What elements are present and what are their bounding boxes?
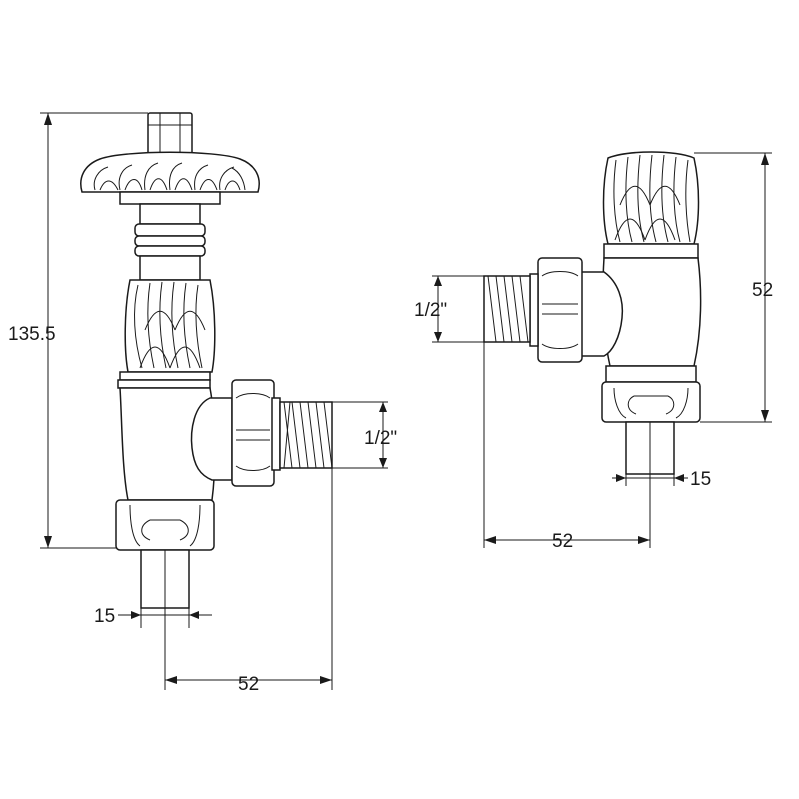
valve-stem	[134, 203, 206, 281]
valve-threaded-tail	[279, 401, 333, 469]
angled-dimension-offset: 52	[483, 342, 651, 552]
valve-body	[119, 387, 233, 501]
angled-valve-body	[579, 257, 702, 367]
dimension-pipe-label: 15	[94, 606, 115, 627]
angled-valve-side-nut	[529, 257, 583, 363]
angled-valve-pipe-stub	[625, 421, 675, 475]
valve-fluted-bonnet	[117, 279, 216, 389]
dimension-thread-label: 1/2"	[364, 428, 397, 449]
straight-valve: 135.5 1/2" 15 52	[8, 112, 397, 695]
dimension-offset-label: 52	[238, 674, 259, 695]
angled-dimension-thread: 1/2"	[414, 275, 484, 343]
angled-dimension-offset-label: 52	[552, 531, 573, 552]
angled-dimension-height-label: 52	[752, 280, 773, 301]
angled-dimension-pipe: 15	[612, 469, 711, 490]
dimension-offset: 52	[164, 468, 333, 695]
angled-dimension-height: 52	[694, 152, 773, 423]
dimension-height: 135.5	[8, 112, 148, 549]
angled-valve-threaded-tail	[483, 275, 531, 343]
angled-dimension-thread-label: 1/2"	[414, 300, 447, 321]
dimension-thread: 1/2"	[332, 401, 397, 469]
valve-outlet-nut	[231, 379, 281, 487]
angled-valve-fluted-cap	[602, 151, 700, 259]
valve-pipe-stub	[140, 549, 190, 609]
dimension-height-label: 135.5	[8, 324, 56, 345]
valve-spindle	[147, 112, 193, 158]
valve-crown-head	[80, 151, 260, 205]
valve-bottom-nut	[115, 499, 215, 551]
angled-dimension-pipe-label: 15	[690, 469, 711, 490]
angled-valve: 1/2" 52 15 52	[414, 151, 773, 552]
dimension-pipe: 15	[94, 606, 212, 628]
angled-valve-bottom-nut	[601, 365, 701, 423]
